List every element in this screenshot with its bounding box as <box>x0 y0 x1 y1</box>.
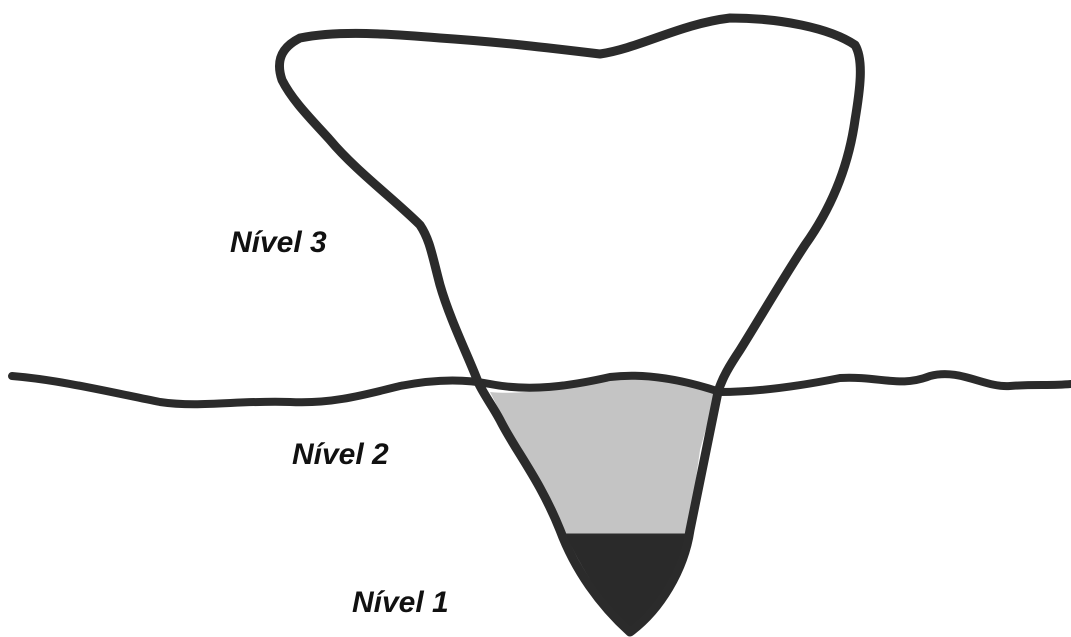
level-1-label: Nível 1 <box>352 588 449 618</box>
level-2-label: Nível 2 <box>292 440 389 470</box>
level-3-label: Nível 3 <box>230 228 327 258</box>
